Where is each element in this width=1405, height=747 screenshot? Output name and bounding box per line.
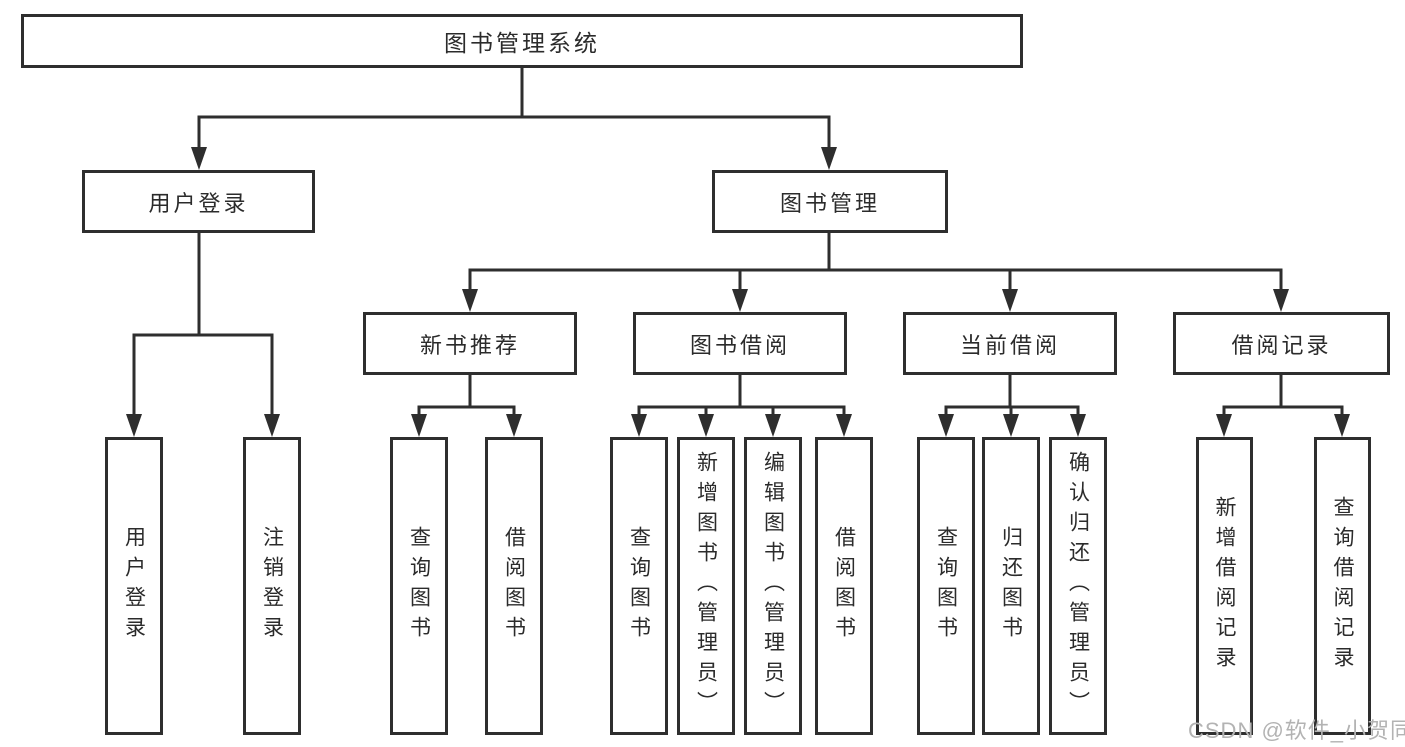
- node-book-borrow: 图书借阅: [633, 312, 847, 375]
- leaf-query-books-current: 查询图书: [917, 437, 975, 735]
- leaf-confirm-return-admin-label: 确认归还（管理员）: [1066, 451, 1090, 721]
- leaf-edit-book-admin: 编辑图书（管理员）: [744, 437, 802, 735]
- node-user-login: 用户登录: [82, 170, 315, 233]
- node-current-borrow: 当前借阅: [903, 312, 1117, 375]
- leaf-borrow-books-label: 借阅图书: [832, 526, 856, 646]
- leaf-query-books-borrow: 查询图书: [610, 437, 668, 735]
- leaf-edit-book-admin-label: 编辑图书（管理员）: [761, 451, 785, 721]
- leaf-add-borrow-record-label: 新增借阅记录: [1213, 496, 1236, 676]
- node-book-management: 图书管理: [712, 170, 948, 233]
- leaf-query-borrow-record-label: 查询借阅记录: [1331, 496, 1354, 676]
- node-new-book-recommend: 新书推荐: [363, 312, 577, 375]
- leaf-confirm-return-admin: 确认归还（管理员）: [1049, 437, 1107, 735]
- leaf-logout: 注销登录: [243, 437, 301, 735]
- leaf-query-borrow-record: 查询借阅记录: [1314, 437, 1371, 735]
- leaf-add-book-admin: 新增图书（管理员）: [677, 437, 735, 735]
- leaf-return-book-label: 归还图书: [999, 526, 1023, 646]
- leaf-query-books-borrow-label: 查询图书: [627, 526, 651, 646]
- leaf-logout-label: 注销登录: [260, 526, 284, 646]
- leaf-add-borrow-record: 新增借阅记录: [1196, 437, 1253, 735]
- leaf-borrow-books-recommend-label: 借阅图书: [502, 526, 526, 646]
- leaf-user-login: 用户登录: [105, 437, 163, 735]
- leaf-query-books-recommend-label: 查询图书: [407, 526, 431, 646]
- node-borrow-records: 借阅记录: [1173, 312, 1390, 375]
- leaf-query-books-recommend: 查询图书: [390, 437, 448, 735]
- arrowheads: [126, 147, 1350, 437]
- leaf-borrow-books-recommend: 借阅图书: [485, 437, 543, 735]
- leaf-add-book-admin-label: 新增图书（管理员）: [694, 451, 718, 721]
- leaf-query-books-current-label: 查询图书: [934, 526, 958, 646]
- watermark: CSDN @软件_小贺同学: [1188, 718, 1405, 743]
- node-root: 图书管理系统: [21, 14, 1023, 68]
- leaf-user-login-label: 用户登录: [122, 526, 146, 646]
- leaf-return-book: 归还图书: [982, 437, 1040, 735]
- leaf-borrow-books: 借阅图书: [815, 437, 873, 735]
